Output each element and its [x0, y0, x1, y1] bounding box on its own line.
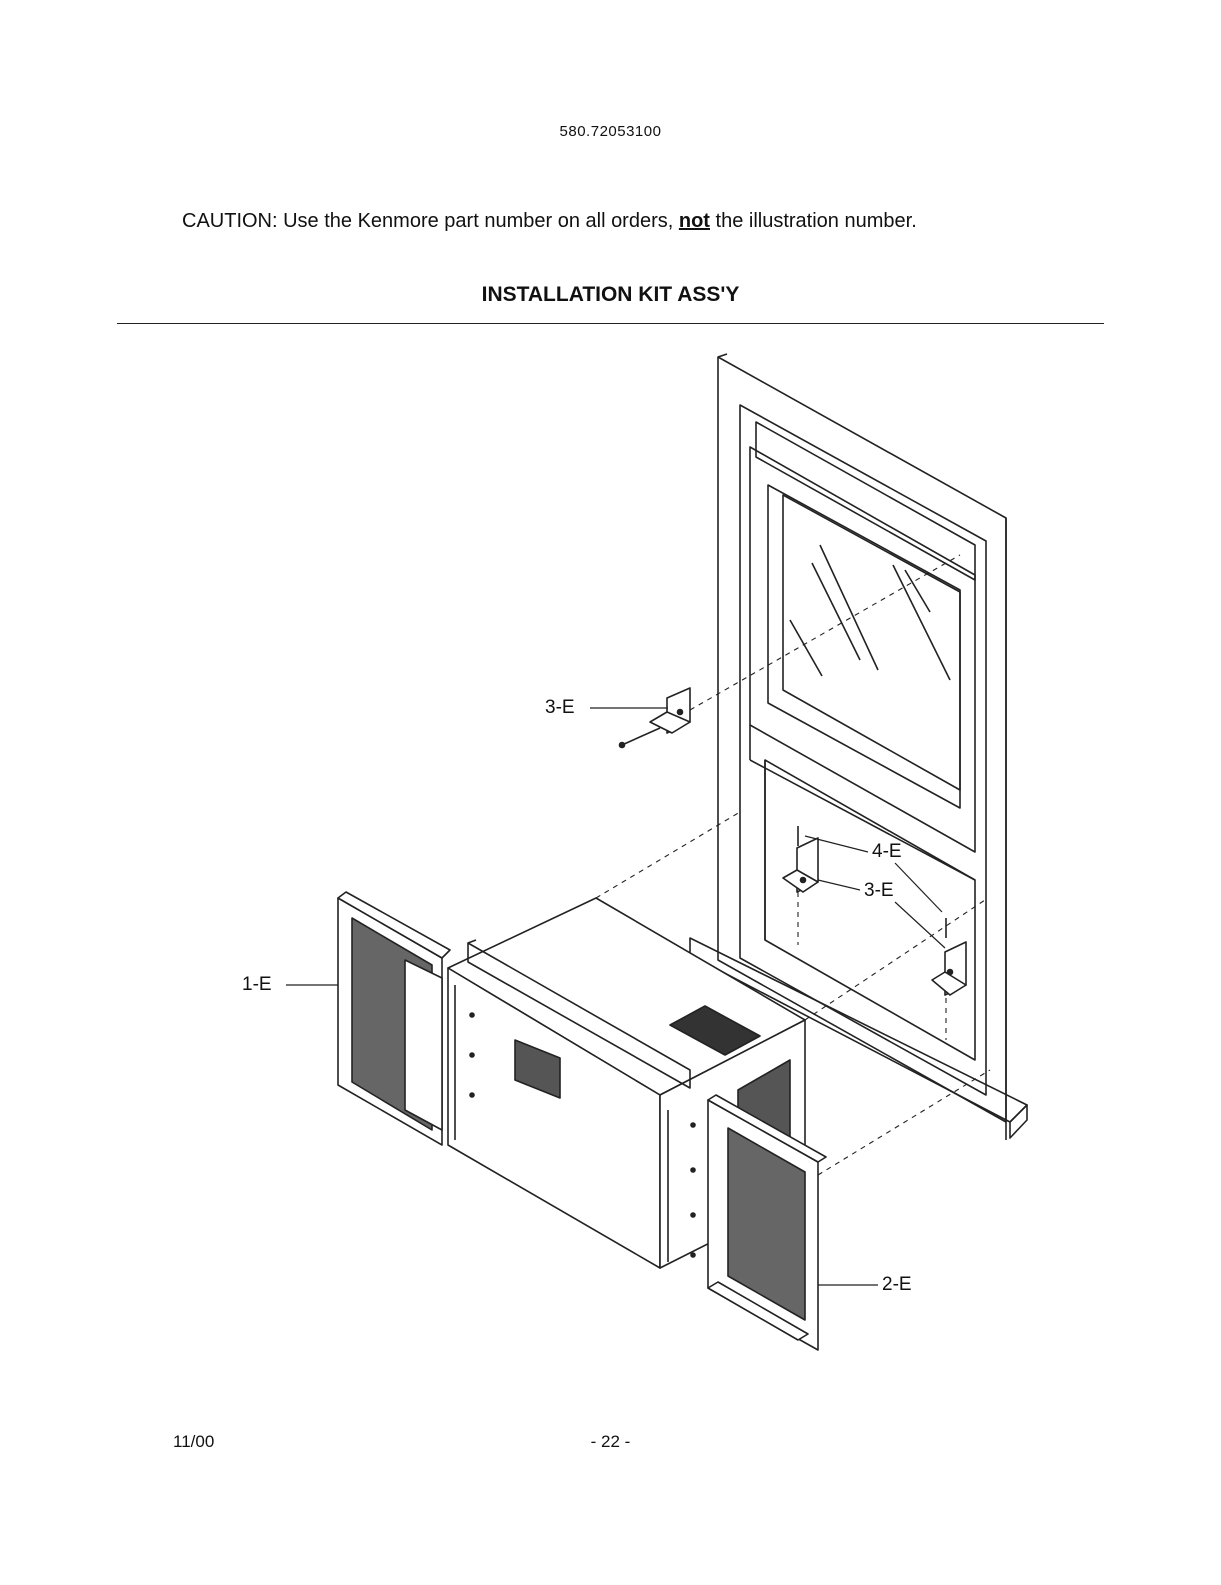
side-curtain-left [338, 892, 450, 1145]
bracket-upper [620, 688, 691, 748]
model-number: 580.72053100 [0, 123, 1221, 140]
callout-part-3-lower: 3-E [864, 880, 894, 902]
title-rule [117, 323, 1104, 324]
caution-suffix: the illustration number. [710, 210, 917, 232]
caution-emphasis: not [679, 210, 710, 232]
side-curtain-right [708, 1095, 826, 1350]
callout-part-4: 4-E [872, 841, 902, 863]
page-number: - 22 - [0, 1432, 1221, 1452]
installation-kit-diagram [0, 340, 1221, 1380]
caution-text: CAUTION: Use the Kenmore part number on … [182, 210, 1082, 233]
caution-prefix: CAUTION: Use the Kenmore part number on … [182, 210, 679, 232]
callout-part-2: 2-E [882, 1274, 912, 1296]
callout-part-3-upper: 3-E [545, 697, 575, 719]
section-title: INSTALLATION KIT ASS'Y [0, 283, 1221, 307]
callout-part-1: 1-E [242, 974, 272, 996]
